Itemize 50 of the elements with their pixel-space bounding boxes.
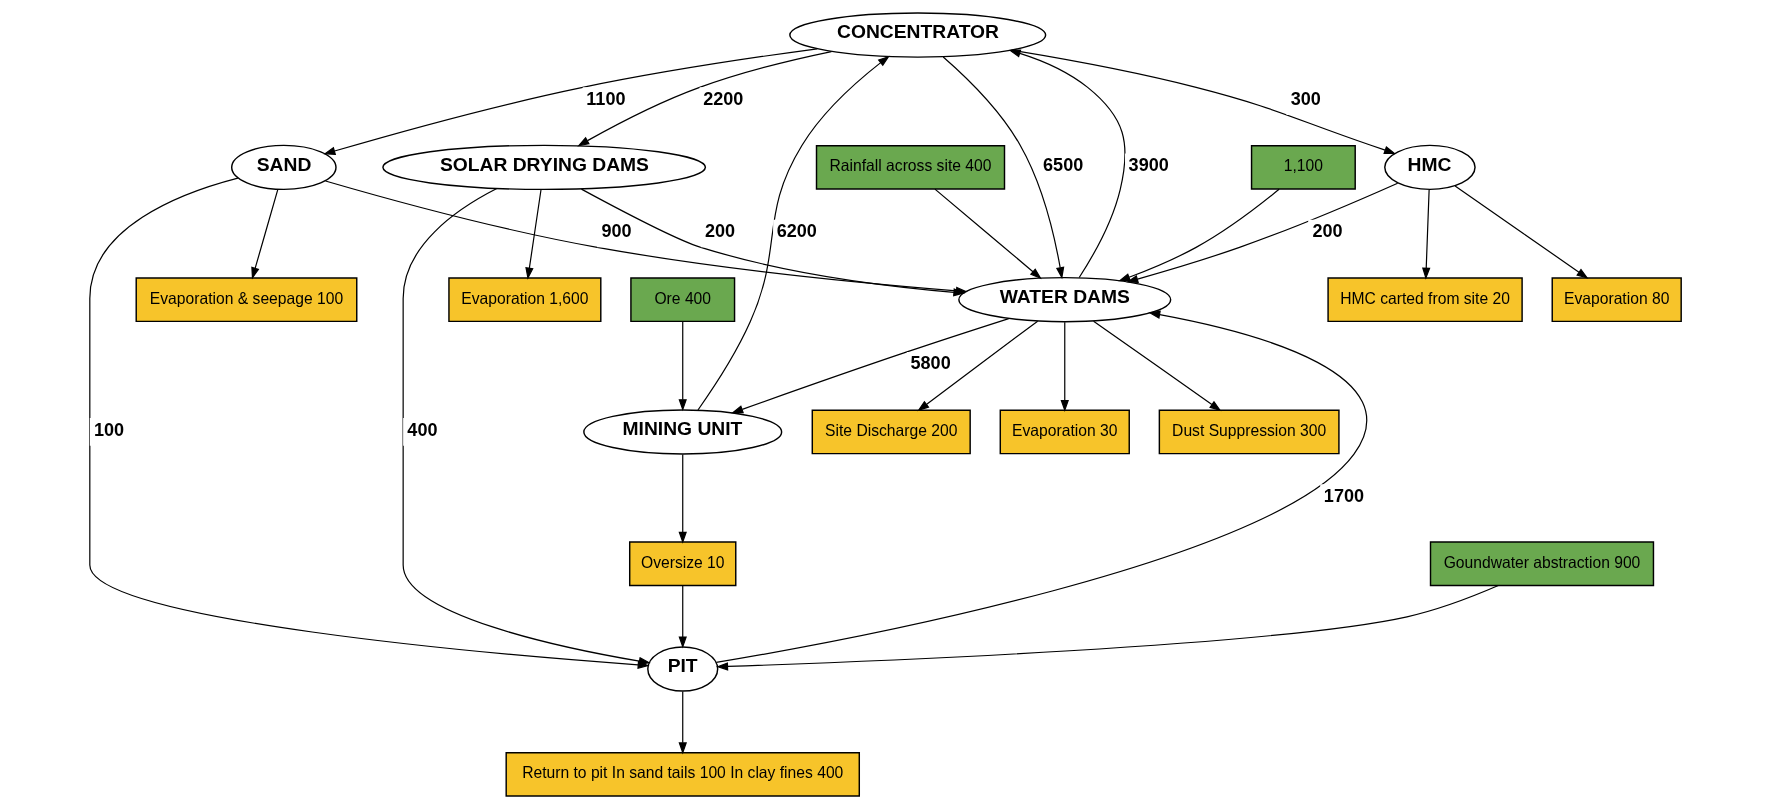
arrow xyxy=(678,321,687,412)
edge-label: 3900 xyxy=(1128,154,1169,175)
arrow xyxy=(1008,49,1126,279)
edge-label: 2200 xyxy=(703,88,744,109)
arrow xyxy=(1060,321,1069,412)
arrow xyxy=(942,56,1065,280)
arrow xyxy=(1454,185,1589,279)
node-box: Evaporation & seepage 100 xyxy=(135,277,358,323)
edge-label: 200 xyxy=(1312,221,1343,242)
arrow xyxy=(678,585,687,649)
arrow xyxy=(1118,188,1280,282)
arrow xyxy=(577,50,832,147)
arrow xyxy=(1010,49,1397,154)
arrow xyxy=(678,453,687,544)
node-ellipse: PIT xyxy=(647,646,719,692)
node-box: Goundwater abstraction 900 xyxy=(1429,541,1655,587)
node-ellipse: SOLAR DRYING DAMS xyxy=(382,144,707,191)
edge-label: 900 xyxy=(601,221,632,242)
node-box: HMC carted from site 20 xyxy=(1327,277,1523,323)
arrow xyxy=(323,48,818,155)
arrow xyxy=(678,691,687,755)
node-box: 1,100 xyxy=(1250,144,1356,190)
arrow xyxy=(1092,320,1222,412)
node-box: Rainfall across site 400 xyxy=(815,144,1006,190)
node-ellipse: MINING UNIT xyxy=(583,409,783,455)
arrow xyxy=(934,188,1042,280)
node-box: Return to pit In sand tails 100 In clay fines 400 xyxy=(505,751,860,797)
edge-label: 6200 xyxy=(776,221,817,242)
edge-label: 400 xyxy=(407,419,438,440)
node-box: Evaporation 1,600 xyxy=(448,277,602,323)
node-box: Oversize 10 xyxy=(629,541,737,587)
edge-label: 100 xyxy=(94,419,125,440)
arrow xyxy=(1422,189,1431,280)
arrow xyxy=(917,320,1039,412)
arrow xyxy=(251,188,279,280)
node-box: Ore 400 xyxy=(630,277,736,323)
node-box: Site Discharge 200 xyxy=(811,409,971,455)
arrow xyxy=(716,584,1499,671)
node-box: Evaporation 80 xyxy=(1551,277,1682,323)
arrow xyxy=(731,318,1010,414)
arrow xyxy=(1126,182,1399,284)
edge-label: 200 xyxy=(705,221,736,242)
node-box: Evaporation 30 xyxy=(999,409,1130,455)
node-box: Dust Suppression 300 xyxy=(1158,409,1340,455)
edge-label: 1700 xyxy=(1323,485,1365,506)
edge-label: 6500 xyxy=(1043,154,1084,175)
edge-label: 300 xyxy=(1290,88,1321,109)
edge-label: 1100 xyxy=(586,88,626,109)
edge-label: 5800 xyxy=(910,353,951,374)
arrow xyxy=(525,189,542,280)
